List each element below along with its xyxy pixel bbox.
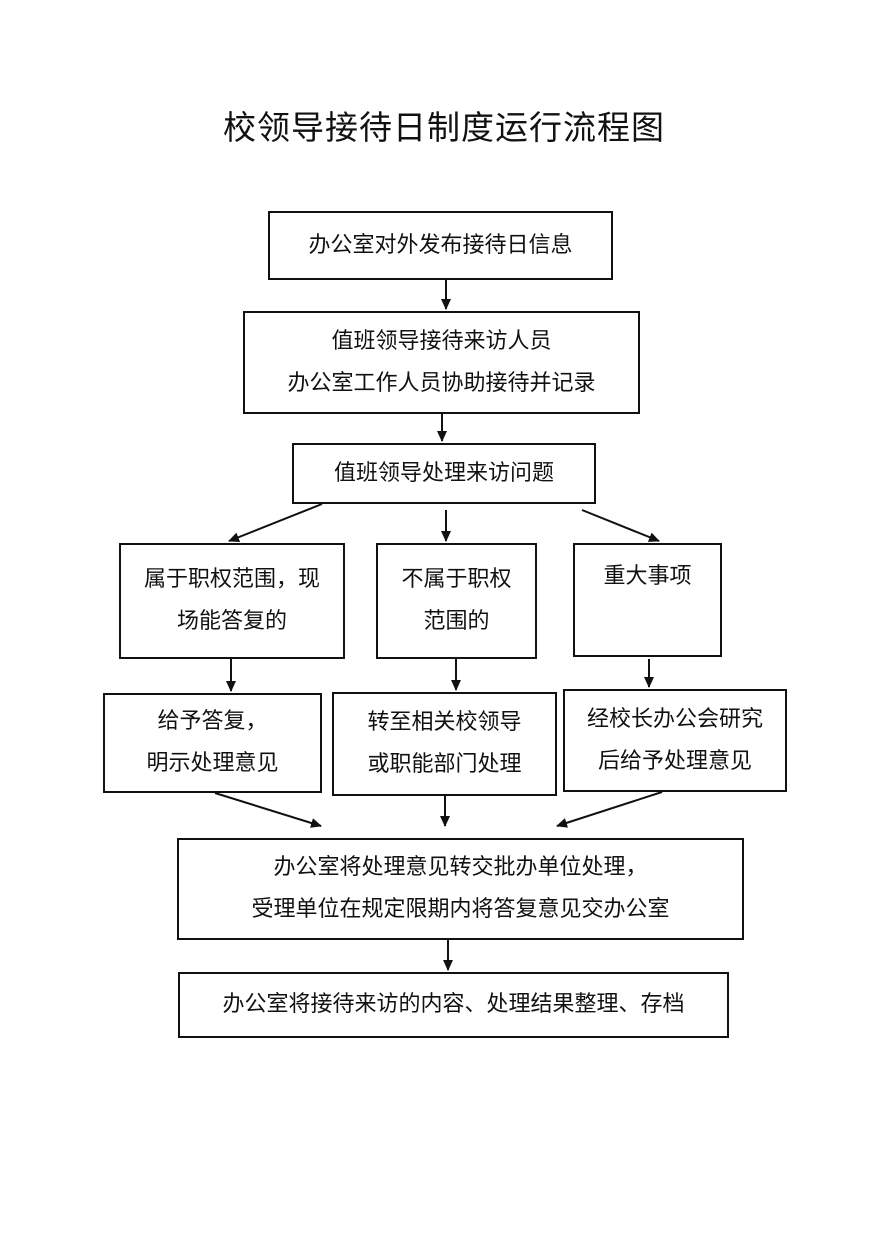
step-text: 或职能部门处理 (367, 752, 522, 777)
page-title: 校领导接待日制度运行流程图 (223, 108, 665, 147)
result-president-meeting: 经校长办公会研究 后给予处理意见 (563, 689, 787, 792)
branch-outside-authority: 不属于职权 范围的 (376, 543, 537, 659)
step-archive: 办公室将接待来访的内容、处理结果整理、存档 (178, 972, 729, 1038)
step-text: 办公室将接待来访的内容、处理结果整理、存档 (222, 992, 685, 1017)
result-give-reply: 给予答复， 明示处理意见 (103, 693, 322, 793)
arrow-in-scope-result-to-forward (214, 792, 322, 828)
step-text: 受理单位在规定限期内将答复意见交办公室 (251, 897, 670, 922)
step-text: 经校长办公会研究 (586, 706, 763, 732)
step-text: 值班领导接待来访人员 (331, 328, 552, 354)
arrow-handle-to-major (581, 509, 660, 542)
step-text: 后给予处理意见 (597, 748, 752, 774)
branch-within-authority: 属于职权范围，现 场能答复的 (119, 543, 345, 659)
branch-major-matter: 重大事项 (573, 543, 722, 657)
step-text: 给予答复， (157, 709, 268, 734)
arrow-major-result-to-forward (556, 791, 663, 828)
step-leader-reception: 值班领导接待来访人员 办公室工作人员协助接待并记录 (243, 311, 640, 414)
step-text: 场能答复的 (176, 609, 287, 634)
step-text: 不属于职权 (401, 567, 512, 592)
arrow-handle-to-in-scope (228, 503, 323, 542)
result-transfer: 转至相关校领导 或职能部门处理 (332, 692, 557, 796)
step-text: 明示处理意见 (146, 751, 279, 776)
step-text: 值班领导处理来访问题 (333, 460, 554, 486)
step-forward-opinion: 办公室将处理意见转交批办单位处理， 受理单位在规定限期内将答复意见交办公室 (177, 838, 744, 940)
step-text: 属于职权范围，现 (143, 567, 320, 592)
step-publish-info: 办公室对外发布接待日信息 (268, 211, 613, 280)
step-text: 办公室对外发布接待日信息 (308, 232, 573, 258)
step-text: 转至相关校领导 (367, 710, 522, 735)
step-text: 办公室工作人员协助接待并记录 (287, 370, 596, 396)
step-text: 范围的 (423, 609, 490, 634)
step-text: 重大事项 (603, 564, 692, 589)
step-text: 办公室将处理意见转交批办单位处理， (273, 855, 648, 880)
step-handle-issue: 值班领导处理来访问题 (292, 443, 596, 504)
